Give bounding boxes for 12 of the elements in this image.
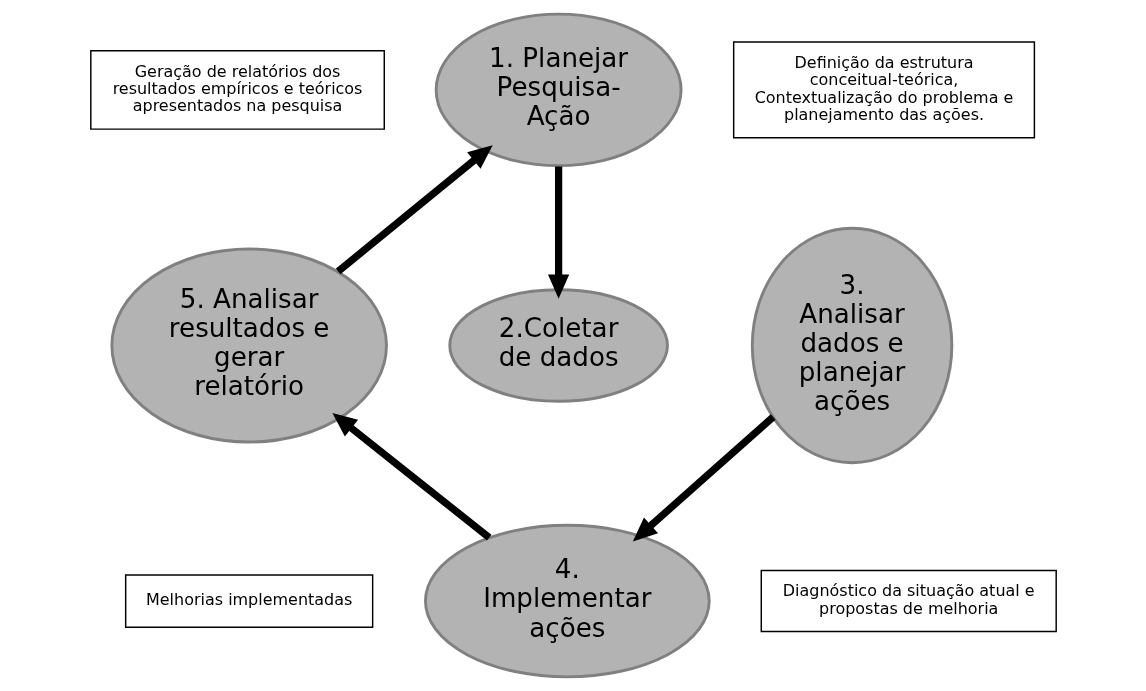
node-ellipse: 4. Implementar ações xyxy=(423,523,711,679)
node-ellipse: 2.Coletar de dados xyxy=(447,288,669,403)
node-box: Definição da estrutura conceitual-teórica, Contextualização do problema e planejamento das ações. xyxy=(732,41,1035,139)
node-box: Melhorias implementadas xyxy=(124,574,373,628)
arrow xyxy=(632,414,776,542)
node-ellipse: 5. Analisar resultados e gerar relatório xyxy=(109,247,388,444)
node-box: Geração de relatórios dos resultados empíricos e teóricos apresentados na pesquisa xyxy=(89,49,385,130)
node-box: Diagnóstico da situação atual e propostas de melhoria xyxy=(760,569,1057,633)
node-ellipse: 3. Analisar dados e planejar ações xyxy=(750,226,953,465)
arrow xyxy=(335,145,493,275)
arrow xyxy=(547,166,569,299)
arrow xyxy=(331,413,491,541)
